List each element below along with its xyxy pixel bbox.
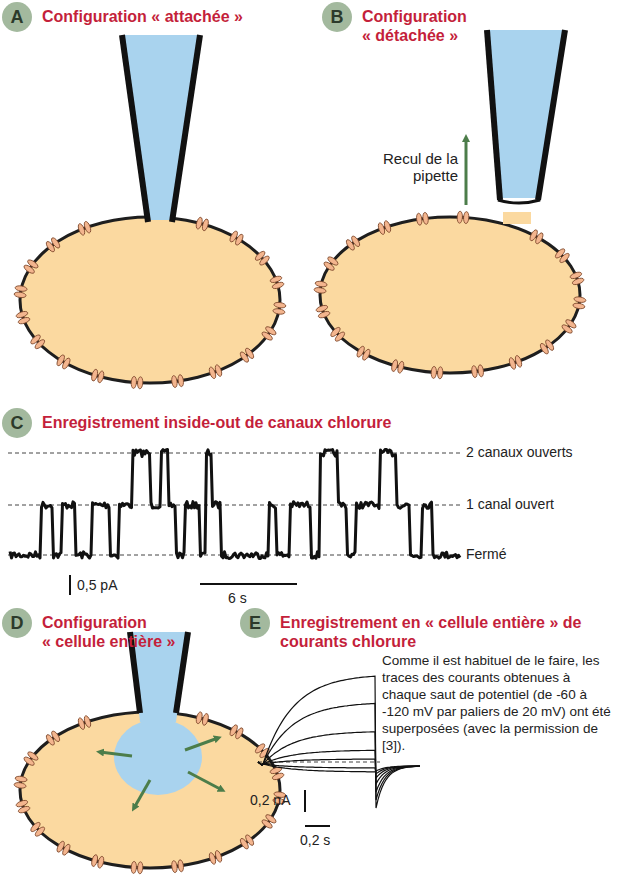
pipette-wall bbox=[172, 35, 200, 222]
panel-letter: A bbox=[2, 2, 32, 32]
scale-bar bbox=[200, 583, 297, 585]
cell bbox=[20, 217, 280, 383]
channels bbox=[14, 711, 287, 874]
pipette-wall bbox=[122, 35, 148, 222]
panel-letter: D bbox=[2, 608, 32, 638]
pipette-wall bbox=[176, 632, 188, 713]
panel-letter: C bbox=[2, 408, 32, 438]
current-trace bbox=[258, 750, 420, 784]
current-trace bbox=[258, 762, 420, 774]
pipette-wall bbox=[538, 30, 565, 200]
action-label: Recul de la pipette bbox=[372, 150, 458, 184]
pipette-solution bbox=[114, 719, 202, 795]
scale-bar bbox=[304, 790, 306, 812]
panel-heading: D Configuration « cellule entière » bbox=[2, 608, 210, 653]
panel-letter: E bbox=[240, 608, 270, 638]
current-trace bbox=[258, 762, 420, 772]
level-label: 1 canal ouvert bbox=[466, 496, 616, 513]
cell bbox=[320, 217, 580, 373]
channels bbox=[14, 217, 286, 389]
level-label: Fermé bbox=[466, 546, 616, 563]
panel-heading: C Enregistrement inside-out de canaux chl… bbox=[2, 408, 542, 440]
panel-title: Configuration « attachée » bbox=[42, 7, 292, 26]
scale-label: 6 s bbox=[228, 590, 288, 607]
pipette-wall bbox=[487, 30, 500, 200]
scale-label: 0,2 nA bbox=[250, 792, 302, 809]
panel-heading: A Configuration « attachée » bbox=[2, 2, 292, 34]
panel-title: Configuration « détachée » bbox=[362, 7, 490, 45]
panel-title: Enregistrement en « cellule entière » de… bbox=[280, 613, 615, 651]
cell bbox=[20, 712, 280, 868]
panel-letter: B bbox=[322, 2, 352, 32]
level-label: 2 canaux ouverts bbox=[466, 444, 616, 461]
arrow bbox=[465, 138, 468, 205]
membrane-patch bbox=[498, 200, 540, 203]
arrows bbox=[100, 738, 222, 808]
panel-heading: B Configuration « détachée » bbox=[322, 2, 490, 47]
scale-label: 0,2 s bbox=[300, 832, 350, 849]
note-text: Comme il est habituel de le faire, les t… bbox=[382, 652, 616, 754]
panel-heading: E Enregistrement en « cellule entière » d… bbox=[240, 608, 615, 653]
single-channel-trace bbox=[10, 450, 460, 559]
scale-bar bbox=[69, 575, 71, 595]
scale-label: 0,5 pA bbox=[77, 577, 147, 594]
membrane-gap bbox=[503, 212, 531, 224]
channels bbox=[314, 211, 587, 379]
panel-title: Enregistrement inside-out de canaux chlo… bbox=[42, 413, 542, 432]
panel-title: Configuration « cellule entière » bbox=[42, 613, 210, 651]
scale-bar bbox=[305, 825, 330, 827]
current-trace bbox=[258, 759, 420, 778]
